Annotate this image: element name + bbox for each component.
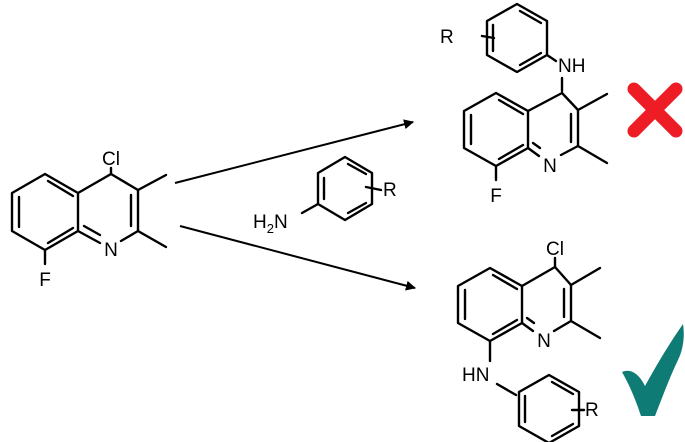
starting-material: Cl N F (10, 149, 168, 291)
reaction-arrow-lower (179, 225, 416, 291)
ring-bond (559, 144, 580, 157)
benzo-ring (456, 266, 524, 343)
subscript-two: 2 (267, 221, 274, 236)
aryl-double-bond (518, 51, 543, 67)
r-substituent-bond (480, 34, 496, 40)
aniline-ring (316, 155, 374, 222)
check-mark-icon (622, 324, 684, 416)
hn-label: HN (462, 365, 489, 386)
aniline-double-bond (346, 201, 368, 215)
benzo-double-bond (46, 226, 75, 245)
methyl-bond (576, 92, 609, 112)
pyridine-double-bond (525, 316, 536, 325)
n-aryl-bond (495, 382, 518, 397)
benzo-ring (10, 172, 80, 252)
methyl-bond (576, 144, 609, 165)
aryl-double-bond (550, 422, 575, 438)
chlorine-label: Cl (102, 149, 120, 170)
benzo-double-bond (491, 273, 519, 291)
r-group-label: R (383, 180, 397, 201)
benzo-double-bond (46, 179, 75, 198)
reagent-aniline: R H2N (253, 155, 397, 236)
nitrogen-label: N (537, 331, 551, 352)
pyridine-double-bond (531, 141, 542, 150)
product-lower: Cl N HN R (456, 239, 602, 442)
c-n-bond (300, 202, 320, 215)
benzo-double-bond (491, 318, 519, 336)
ring-bond (109, 172, 140, 192)
c-n-bond (545, 53, 558, 63)
product-upper: R NH N F (440, 2, 609, 207)
fluorine-label: F (39, 270, 51, 291)
methyl-bond (569, 266, 602, 287)
ring-bond (526, 91, 564, 113)
benzo-ring (462, 91, 530, 168)
ring-bond (553, 265, 573, 287)
ring-bond (560, 91, 580, 112)
amine-label: H2N (253, 212, 288, 236)
ring-bond (552, 319, 573, 333)
chlorine-label: Cl (546, 239, 564, 260)
benzo-double-bond (497, 143, 525, 161)
nitrogen-label: N (104, 240, 118, 261)
ring-bond (76, 229, 102, 245)
aryl-double-bond (550, 380, 575, 396)
nh-label: NH (558, 56, 585, 77)
ring-bond (520, 265, 557, 288)
methyl-bond (136, 173, 168, 192)
aryl-double-bond (518, 9, 543, 25)
reaction-arrow-upper (174, 119, 414, 184)
pyridine-double-bond (82, 224, 102, 237)
methyl-bond (136, 229, 168, 249)
methyl-bond (569, 319, 602, 340)
cross-stroke (627, 82, 683, 138)
ring-bond (526, 146, 541, 158)
benzo-double-bond (497, 98, 525, 116)
r-group-label: R (585, 400, 599, 421)
aryl-ring (517, 373, 581, 442)
fluorine-label: F (490, 186, 502, 207)
nitrogen-text: N (274, 212, 288, 233)
ring-bond (119, 229, 140, 243)
nitrogen-label: N (543, 156, 557, 177)
r-substituent-bond (364, 185, 383, 192)
hydrogen-text: H (253, 212, 267, 233)
ring-bond (520, 321, 535, 333)
r-group-label: R (440, 27, 454, 48)
check-shape (622, 324, 684, 416)
cross-mark-icon (627, 82, 683, 138)
aryl-ring (485, 2, 549, 74)
ring-bond (76, 172, 113, 195)
aniline-double-bond (346, 162, 368, 176)
